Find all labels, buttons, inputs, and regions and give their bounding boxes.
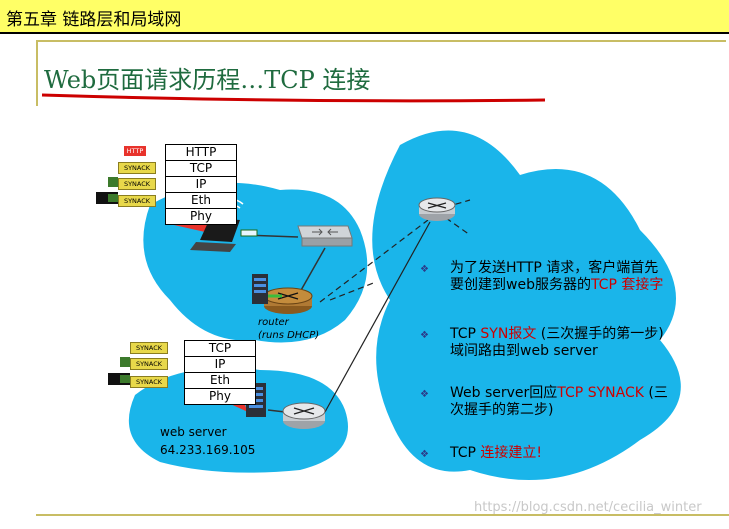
server-eth-ip-icon: [120, 375, 130, 383]
dhcp-router-icon: [263, 287, 313, 314]
highlight-text: TCP 套接字: [590, 277, 664, 293]
server-lan-cloud: [128, 367, 348, 473]
decorative-line-bottom: [36, 514, 729, 516]
link-router-lower: [329, 281, 377, 301]
server-synack-tag-eth: SYNACK: [130, 376, 168, 388]
bullet-line: 域间路由到web server: [450, 343, 664, 360]
bullet-line: 要创建到web服务器的TCP 套接字: [450, 277, 663, 294]
bullet-run: TCP: [450, 445, 481, 461]
bullet-text-tcp-socket: 为了发送HTTP 请求，客户端首先要创建到web服务器的TCP 套接字: [450, 260, 663, 294]
client-ip-header-icon: [108, 177, 118, 187]
link-server-router: [267, 409, 286, 413]
link-backbone-down: [445, 217, 471, 236]
bullet-run: 次握手的第二步): [450, 402, 554, 418]
client-layer-http: HTTP: [166, 145, 236, 161]
bullet-run: 为了发送HTTP 请求，客户端首先: [450, 260, 659, 276]
bullet-run: Web server回应: [450, 385, 558, 401]
link-router-backbone: [319, 219, 429, 303]
chapter-header-bar: 第五章 链路层和局域网: [0, 0, 729, 34]
server-router-icon: [282, 402, 326, 429]
server-synack-tag-ip: SYNACK: [130, 358, 168, 370]
switch-icon: [297, 225, 353, 247]
bullet-line: TCP 连接建立!: [450, 445, 542, 462]
client-synack-tag-ip: SYNACK: [118, 178, 156, 190]
highlight-text: TCP SYNACK: [557, 385, 644, 401]
highlight-text: 连接建立!: [480, 445, 543, 461]
client-synack-tag-eth: SYNACK: [118, 195, 156, 207]
slide-title: Web页面请求历程…TCP 连接: [44, 66, 371, 94]
bullet-icon: ❖: [420, 264, 429, 275]
bullet-line: Web server回应TCP SYNACK (三: [450, 385, 668, 402]
bullet-text-established: TCP 连接建立!: [450, 445, 542, 462]
link-router-backbone-2: [324, 221, 431, 413]
server-layer-ip: IP: [185, 357, 255, 373]
decorative-line-left: [36, 40, 38, 106]
client-layer-eth: Eth: [166, 193, 236, 209]
bullet-icon: ❖: [420, 389, 429, 400]
bullet-run: (三次握手的第一步): [536, 326, 664, 342]
bullet-line: 为了发送HTTP 请求，客户端首先: [450, 260, 663, 277]
bullet-run: (三: [643, 385, 668, 401]
client-layer-tcp: TCP: [166, 161, 236, 177]
rack-server-icon: [252, 274, 282, 304]
server-ip-header-icon: [120, 357, 130, 367]
web-server-label: web server: [160, 425, 227, 439]
client-http-tag: HTTP: [124, 146, 146, 156]
link-switch-router: [299, 247, 326, 293]
bullet-icon: ❖: [420, 330, 429, 341]
client-eth-ip-icon: [108, 194, 118, 202]
bullet-text-syn: TCP SYN报文 (三次握手的第一步)域间路由到web server: [450, 326, 664, 360]
client-layer-phy: Phy: [190, 209, 212, 223]
bullet-run: 域间路由到web server: [450, 343, 598, 359]
router-label: router: [258, 317, 289, 328]
server-synack-tag-tcp: SYNACK: [130, 342, 168, 354]
bullet-run: TCP: [450, 326, 481, 342]
client-synack-tag-tcp: SYNACK: [118, 162, 156, 174]
bullet-text-synack: Web server回应TCP SYNACK (三次握手的第二步): [450, 385, 668, 419]
bullet-line: 次握手的第二步): [450, 402, 668, 419]
server-layer-phy: Phy: [209, 389, 231, 403]
server-layer-tcp: TCP: [185, 341, 255, 357]
highlight-text: SYN报文: [480, 326, 537, 342]
backbone-router-icon: [418, 197, 456, 221]
chapter-title: 第五章 链路层和局域网: [6, 10, 182, 30]
bullet-line: TCP SYN报文 (三次握手的第一步): [450, 326, 664, 343]
server-layer-eth: Eth: [185, 373, 255, 389]
bullet-run: 要创建到web服务器的: [450, 277, 591, 293]
client-protocol-stack: HTTP TCP IP Eth Phy: [165, 144, 237, 225]
internet-cloud: [372, 130, 681, 481]
watermark: https://blog.csdn.net/cecilia_winter: [474, 500, 702, 515]
client-layer-ip: IP: [166, 177, 236, 193]
decorative-line-top: [36, 40, 726, 42]
web-server-ip: 64.233.169.105: [160, 443, 256, 457]
bullet-icon: ❖: [420, 449, 429, 460]
router-sublabel: (runs DHCP): [258, 330, 320, 341]
title-underline: [41, 93, 546, 103]
server-protocol-stack: TCP IP Eth Phy: [184, 340, 256, 405]
